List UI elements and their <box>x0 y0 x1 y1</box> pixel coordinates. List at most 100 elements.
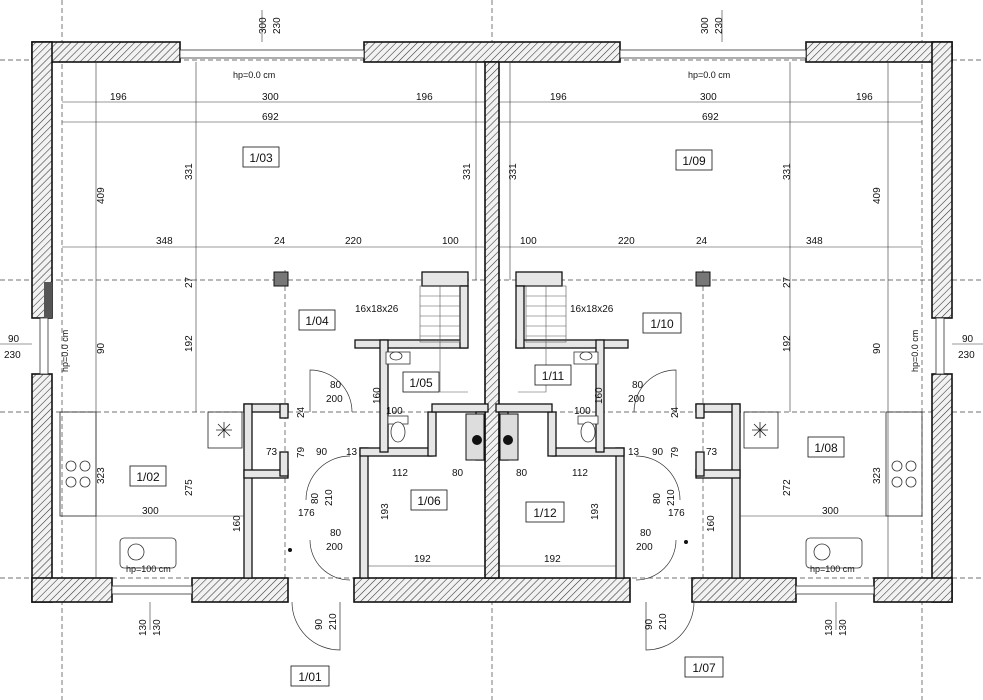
dim-323-left: 323 <box>96 467 107 484</box>
room-label-1-10: 1/10 <box>650 317 674 331</box>
dim-100-a: 100 <box>442 236 459 247</box>
dimension-lines <box>0 10 983 630</box>
room-label-1-01: 1/01 <box>298 670 322 684</box>
dim-220-a: 220 <box>345 236 362 247</box>
dim-100-right-h: 100 <box>574 406 591 417</box>
dim-409-right: 409 <box>872 187 883 204</box>
dim-193-left: 193 <box>380 503 391 520</box>
dim-692-a: 692 <box>262 112 279 123</box>
dim-193-right: 193 <box>590 503 601 520</box>
dim-side-left-a: 90 <box>8 334 20 345</box>
dim-220-b: 220 <box>618 236 635 247</box>
room-label-1-05: 1/05 <box>409 376 433 390</box>
room-label-1-07: 1/07 <box>692 661 716 675</box>
doors <box>288 369 695 651</box>
dim-160-left-b: 160 <box>372 387 383 404</box>
inner-walls <box>243 271 741 579</box>
dim-192-right-bottom: 192 <box>544 554 561 565</box>
dim-bottom-left-b: 130 <box>152 619 163 636</box>
stairs-label-left: 16x18x26 <box>355 304 399 315</box>
dim-331-left-b: 331 <box>462 163 473 180</box>
dim-160-right-b: 160 <box>594 387 605 404</box>
dim-80-210-right-a: 80 <box>652 492 663 504</box>
hp-labels: hp=0.0 cm hp=0.0 cm hp=0.0 cm hp=0.0 cm … <box>60 70 920 574</box>
room-label-1-11: 1/11 <box>542 369 565 383</box>
hp-label-top-left: hp=0.0 cm <box>233 70 275 80</box>
dim-27-right: 27 <box>782 276 793 288</box>
dim-210-left-a: 210 <box>324 489 335 506</box>
dim-80-210-left-a: 80 <box>310 492 321 504</box>
dim-112-right: 112 <box>572 468 588 479</box>
dim-300-left-bottom: 300 <box>142 506 159 517</box>
dim-331-right-a: 331 <box>782 163 793 180</box>
hp-label-side-right: hp=0.0 cm <box>910 330 920 372</box>
dim-13-right: 13 <box>628 447 640 458</box>
dim-300-b: 300 <box>700 92 717 103</box>
dim-73-right: 73 <box>706 447 718 458</box>
room-label-1-08: 1/08 <box>814 441 838 455</box>
dim-24-a: 24 <box>274 236 286 247</box>
dim-top-right-b: 230 <box>714 17 725 34</box>
dim-275-left: 275 <box>184 479 195 496</box>
dim-entry-left-a: 90 <box>314 618 325 630</box>
dim-176-right: 176 <box>668 508 685 519</box>
dim-bottom-right-a: 130 <box>824 619 835 636</box>
stairs <box>419 285 567 393</box>
dim-bottom-right-b: 130 <box>838 619 849 636</box>
dim-24-b: 24 <box>696 236 708 247</box>
dim-331-right-b: 331 <box>508 163 519 180</box>
dim-side-left-b: 230 <box>4 350 21 361</box>
dim-13-left: 13 <box>346 447 358 458</box>
dim-100-left-h: 100 <box>386 406 403 417</box>
room-label-1-04: 1/04 <box>305 314 329 328</box>
dim-entry-right-b: 210 <box>658 613 669 630</box>
dim-196-b: 196 <box>416 92 433 103</box>
dim-160-right: 160 <box>706 515 717 532</box>
dim-100-b: 100 <box>520 236 537 247</box>
dim-90-right: 90 <box>872 342 883 354</box>
room-labels: 1/03 1/04 1/05 1/02 1/06 1/01 1/09 1/10 … <box>129 146 845 687</box>
dim-80-200-b: 80 <box>330 528 342 539</box>
dim-331-left-a: 331 <box>184 163 195 180</box>
dim-80-200-d: 80 <box>640 528 652 539</box>
dim-73-left: 73 <box>266 447 278 458</box>
dim-409-left: 409 <box>96 187 107 204</box>
hp-label-side-left: hp=0.0 cm <box>60 330 70 372</box>
hp-label-top-right: hp=0.0 cm <box>688 70 730 80</box>
dim-192-right: 192 <box>782 335 793 352</box>
dim-top-left-a: 300 <box>258 17 269 34</box>
dim-80-200-a: 80 <box>330 380 342 391</box>
stairs-label-right: 16x18x26 <box>570 304 614 315</box>
dim-80-200-c: 80 <box>632 380 644 391</box>
dim-200-a: 200 <box>326 394 343 405</box>
room-label-1-12: 1/12 <box>533 506 557 520</box>
dim-112-left: 112 <box>392 468 408 479</box>
dim-196-c: 196 <box>550 92 567 103</box>
dim-200-b: 200 <box>326 542 343 553</box>
dim-200-c: 200 <box>628 394 645 405</box>
dim-210-right-a: 210 <box>666 489 677 506</box>
dim-323-right: 323 <box>872 467 883 484</box>
dim-300-a: 300 <box>262 92 279 103</box>
room-label-1-02: 1/02 <box>136 470 160 484</box>
dim-side-right-b: 230 <box>958 350 975 361</box>
dim-348-a: 348 <box>156 236 173 247</box>
dim-90-right-h: 90 <box>652 447 664 458</box>
hp-label-bottom-right: hp=100 cm <box>810 564 855 574</box>
dim-160-left: 160 <box>232 515 243 532</box>
dim-top-right-a: 300 <box>700 17 711 34</box>
dim-entry-left-b: 210 <box>328 613 339 630</box>
dim-27-left: 27 <box>184 276 195 288</box>
room-label-1-06: 1/06 <box>417 494 441 508</box>
dim-24-right-v: 24 <box>670 406 681 418</box>
dim-176-left: 176 <box>298 508 315 519</box>
fixtures <box>59 351 923 569</box>
room-label-1-09: 1/09 <box>682 154 706 168</box>
dim-196-a: 196 <box>110 92 127 103</box>
dimension-texts: 300 230 300 230 90 230 90 230 130 130 13… <box>4 17 975 636</box>
dim-top-left-b: 230 <box>272 17 283 34</box>
dim-side-right-a: 90 <box>962 334 974 345</box>
dim-196-d: 196 <box>856 92 873 103</box>
dim-80-left-h: 80 <box>452 468 464 479</box>
